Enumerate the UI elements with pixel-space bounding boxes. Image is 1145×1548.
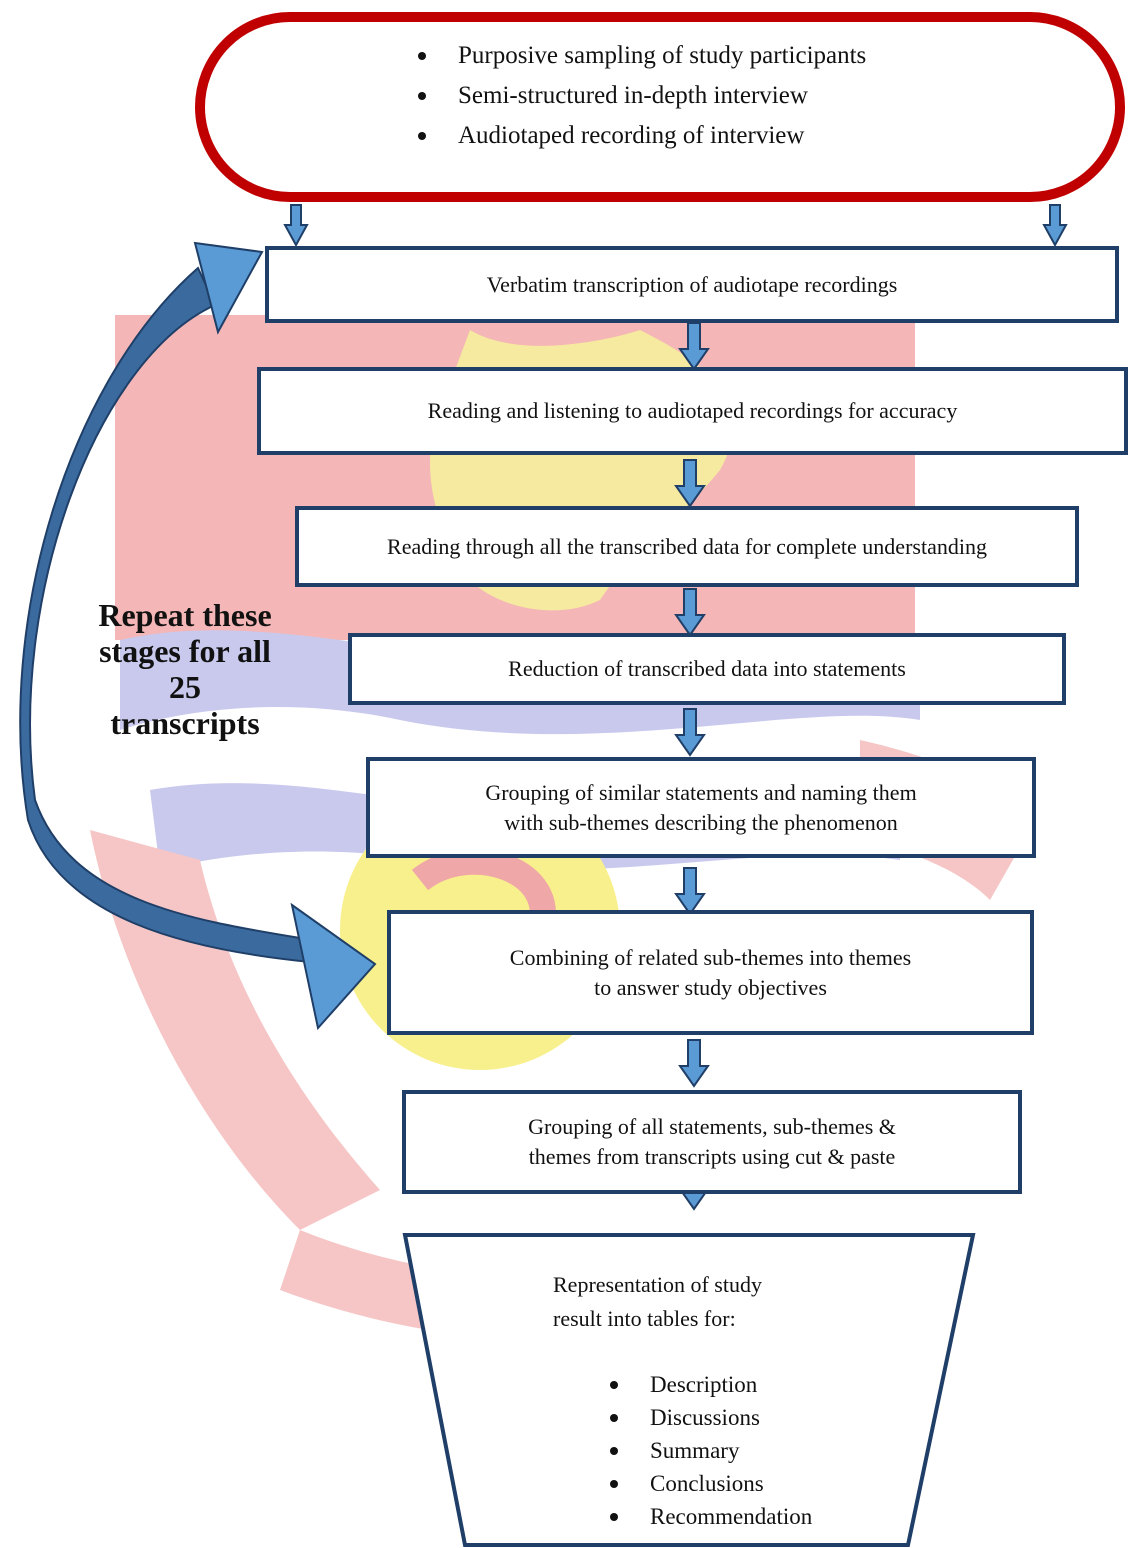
step-text: Reading through all the transcribed data… — [387, 533, 987, 559]
repeat-label-line: stages for all — [99, 633, 271, 669]
down-arrow-icon — [674, 588, 706, 637]
step-text: Reduction of transcribed data into state… — [508, 656, 906, 682]
step-text-line: Grouping of all statements, sub-themes & — [528, 1114, 896, 1140]
funnel-item: Discussions — [604, 1401, 812, 1434]
funnel-item: Conclusions — [604, 1467, 812, 1500]
down-arrow-icon — [674, 867, 706, 916]
funnel-title: Representation of study result into tabl… — [553, 1268, 762, 1336]
step-box-6: Combining of related sub-themes into the… — [387, 910, 1034, 1035]
funnel-list: Description Discussions Summary Conclusi… — [604, 1368, 812, 1533]
funnel-title-line: Representation of study — [553, 1272, 762, 1297]
step-text-line: with sub-themes describing the phenomeno… — [504, 809, 898, 835]
curved-repeat-arrow-head-top — [193, 241, 264, 335]
repeat-label-line: 25 — [169, 669, 201, 705]
down-arrow-icon — [283, 204, 309, 248]
down-arrow-icon — [678, 1039, 710, 1088]
funnel-item: Summary — [604, 1434, 812, 1467]
step-box-5: Grouping of similar statements and namin… — [366, 757, 1036, 858]
oval-item: Semi-structured in-depth interview — [412, 76, 866, 116]
down-arrow-icon — [1042, 204, 1068, 248]
oval-item: Audiotaped recording of interview — [412, 116, 866, 156]
step-box-4: Reduction of transcribed data into state… — [348, 633, 1066, 705]
curved-repeat-arrow-head-bottom — [290, 902, 377, 1031]
down-arrow-icon — [674, 459, 706, 508]
step-box-7: Grouping of all statements, sub-themes &… — [402, 1090, 1022, 1194]
step-text-line: themes from transcripts using cut & past… — [528, 1144, 896, 1169]
top-oval — [195, 12, 1125, 202]
step-text: Reading and listening to audiotaped reco… — [427, 398, 958, 424]
repeat-label-line: transcripts — [110, 705, 260, 741]
step-box-2: Reading and listening to audiotaped reco… — [257, 367, 1128, 455]
funnel-item: Description — [604, 1368, 812, 1401]
step-text-line: Combining of related sub-themes into the… — [509, 944, 912, 970]
top-oval-list: Purposive sampling of study participants… — [412, 36, 866, 156]
step-box-3: Reading through all the transcribed data… — [295, 506, 1079, 587]
oval-item: Purposive sampling of study participants — [412, 36, 866, 76]
repeat-stages-label: Repeat these stages for all 25 transcrip… — [70, 597, 300, 741]
down-arrow-icon — [678, 322, 710, 371]
repeat-label-line: Repeat these — [98, 597, 272, 633]
step-text-line: Grouping of similar statements and namin… — [485, 779, 917, 805]
down-arrow-icon — [674, 708, 706, 757]
funnel-item: Recommendation — [604, 1500, 812, 1533]
funnel-title-line: result into tables for: — [553, 1306, 736, 1331]
step-text-line: to answer study objectives — [594, 974, 827, 1000]
step-text: Verbatim transcription of audiotape reco… — [486, 271, 898, 297]
step-box-1: Verbatim transcription of audiotape reco… — [265, 246, 1119, 323]
